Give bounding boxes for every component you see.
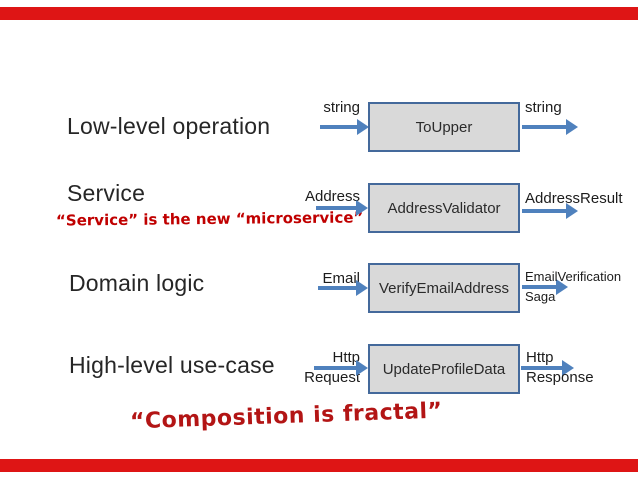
row-label-service: Service	[67, 180, 146, 206]
box-verifyemailaddress: VerifyEmailAddress	[368, 263, 520, 313]
bottom-red-bar	[0, 459, 638, 472]
input-label: string	[323, 99, 360, 116]
input-label: Request	[304, 369, 360, 386]
input-arrow	[316, 200, 368, 216]
input-arrow	[318, 280, 368, 296]
top-red-bar	[0, 7, 638, 20]
input-label: Email	[322, 270, 360, 287]
row-label-high-level: High-level use-case	[69, 352, 275, 378]
input-arrow	[320, 119, 369, 135]
row-label-domain-logic: Domain logic	[69, 270, 205, 296]
box-updateprofiledata: UpdateProfileData	[368, 344, 520, 394]
input-label: Address	[304, 188, 360, 205]
output-label: string	[525, 99, 562, 116]
output-arrow	[522, 203, 578, 219]
output-label: Response	[526, 369, 594, 386]
footer-quote: “Composition is fractal”	[129, 398, 443, 435]
output-arrow	[522, 119, 578, 135]
box-addressvalidator: AddressValidator	[368, 183, 520, 233]
box-toupper: ToUpper	[368, 102, 520, 152]
output-label: Saga	[525, 289, 556, 304]
row-label-low-level: Low-level operation	[67, 113, 271, 139]
input-label: Http	[332, 349, 360, 366]
output-arrow	[521, 360, 574, 376]
output-arrow	[522, 279, 568, 295]
output-label: EmailVerification	[525, 269, 622, 284]
output-label: Http	[526, 349, 554, 366]
input-arrow	[314, 360, 368, 376]
output-label: AddressResult	[525, 190, 623, 207]
